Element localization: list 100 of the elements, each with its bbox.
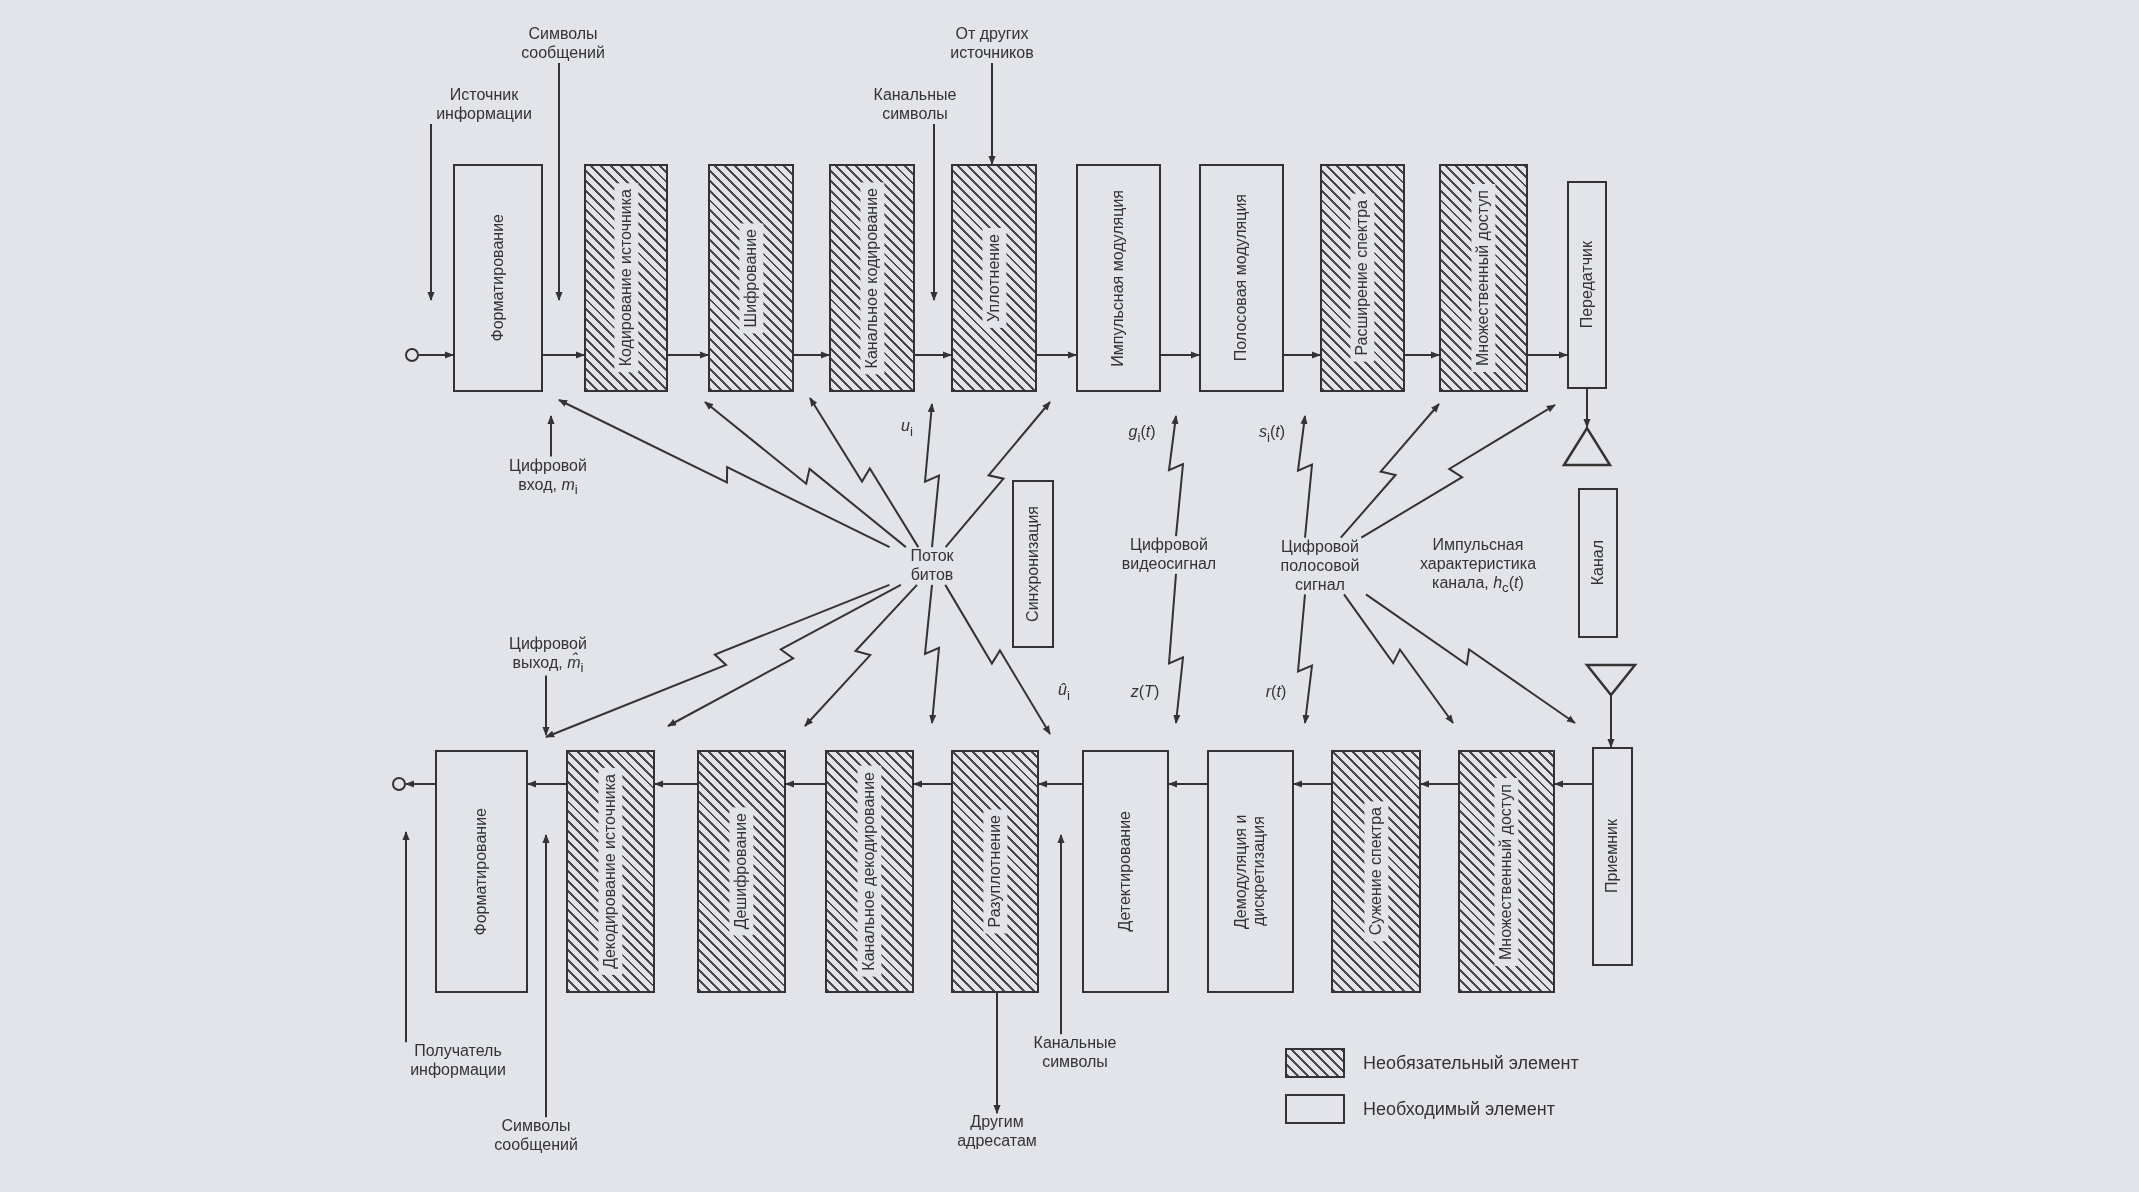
optional-block <box>1458 750 1555 993</box>
block-label: Декодирование источника <box>598 768 623 975</box>
block-label: Канальное декодирование <box>857 766 882 977</box>
signal-label: Символы сообщений <box>493 25 633 63</box>
required-block <box>1592 747 1633 966</box>
arrow <box>1554 780 1593 788</box>
optional-block <box>829 164 915 392</box>
edge-label: û$_{i}$ <box>1056 681 1072 703</box>
block-label: Уплотнение <box>981 228 1007 328</box>
signal-label: Цифровой вход, m$_{i}$ <box>493 456 603 498</box>
lightning-arrow <box>1360 404 1556 539</box>
arrow <box>1293 780 1332 788</box>
lightning-arrow <box>545 583 891 738</box>
lightning-arrow <box>944 583 1051 735</box>
arrow <box>527 780 567 788</box>
arrow <box>542 674 550 736</box>
lightning-arrow <box>558 399 891 549</box>
lightning-arrow <box>923 403 941 549</box>
arrow <box>1283 351 1321 359</box>
lightning-arrow <box>1167 415 1185 538</box>
edge-label: g$_{i}$(t) <box>1126 423 1158 445</box>
block-label: Множественный доступ <box>1471 184 1496 372</box>
required-block <box>1567 181 1607 389</box>
edge-label: z(T) <box>1128 683 1162 701</box>
signal-label: Другим адресатам <box>932 1113 1062 1151</box>
antenna-triangle <box>1563 427 1611 466</box>
arrow <box>1420 780 1459 788</box>
lightning-arrow <box>809 397 920 549</box>
arrow <box>988 61 996 165</box>
lightning-arrow <box>1365 593 1576 724</box>
lightning-arrow <box>1343 593 1454 724</box>
arrow <box>405 780 436 788</box>
lightning-arrow <box>1296 593 1314 724</box>
optional-block <box>708 164 794 392</box>
block-label: Сужение спектра <box>1363 801 1389 942</box>
arrow <box>418 351 454 359</box>
signal-label: Получатель информации <box>383 1042 533 1080</box>
edge-label: r(t) <box>1263 683 1289 701</box>
arrow <box>993 992 1001 1115</box>
lightning-arrow <box>667 583 902 727</box>
lightning-arrow <box>923 583 941 724</box>
arrow <box>1527 351 1568 359</box>
optional-block <box>697 750 786 993</box>
arrow <box>1404 351 1440 359</box>
lightning-arrow <box>1339 403 1440 539</box>
signal-label: Цифровой полосовой сигнал <box>1255 537 1385 595</box>
signal-label: Поток битов <box>887 547 977 585</box>
legend-text: Необязательный элемент <box>1363 1052 1579 1074</box>
optional-block <box>825 750 914 993</box>
signal-label: Канальные символы <box>1015 1034 1135 1072</box>
required-block <box>453 164 543 392</box>
arrow <box>1038 780 1083 788</box>
required-block <box>1199 164 1284 392</box>
required-block <box>1082 750 1169 993</box>
arrow <box>654 780 698 788</box>
signal-label: От других источников <box>922 25 1062 63</box>
optional-block <box>1320 164 1405 392</box>
block-label: Шифрование <box>738 222 764 334</box>
required-block <box>1578 488 1618 638</box>
arrow <box>427 122 435 301</box>
block-label: Множественный доступ <box>1494 777 1519 966</box>
arrow <box>542 351 585 359</box>
block-label: Дешифрование <box>729 807 754 936</box>
block-label: Канальное кодирование <box>859 181 885 375</box>
optional-block <box>1331 750 1421 993</box>
arrow <box>667 351 709 359</box>
optional-block <box>951 750 1039 993</box>
signal-label: Источник информации <box>419 86 549 124</box>
required-block <box>1207 750 1294 993</box>
arrow <box>914 351 952 359</box>
arrow <box>1168 780 1208 788</box>
signal-label: Цифровой выход, m̂$_{i}$ <box>493 634 603 676</box>
lightning-arrow <box>704 401 907 549</box>
required-block <box>435 750 528 993</box>
lightning-arrow <box>1296 415 1314 539</box>
arrow <box>785 780 826 788</box>
arrow <box>1583 388 1591 428</box>
arrow <box>1160 351 1200 359</box>
required-block <box>1012 480 1054 648</box>
arrow <box>930 122 938 301</box>
arrow <box>542 834 550 1119</box>
arrow <box>1057 834 1065 1036</box>
arrow <box>913 780 952 788</box>
signal-label: Цифровой видеосигнал <box>1094 536 1244 574</box>
required-block <box>1076 164 1161 392</box>
legend-text: Необходимый элемент <box>1363 1098 1555 1120</box>
edge-label: s$_{i}$(t) <box>1256 423 1288 445</box>
arrow <box>793 351 830 359</box>
arrow <box>1607 695 1615 748</box>
arrow <box>547 415 555 458</box>
block-label: Кодирование источника <box>613 183 639 373</box>
terminal-circle <box>392 777 406 791</box>
block-label: Расширение спектра <box>1350 194 1375 362</box>
signal-label: Канальные символы <box>855 86 975 124</box>
lightning-arrow <box>1167 572 1185 724</box>
block-label: Разуплотнение <box>982 809 1008 934</box>
optional-block <box>566 750 655 993</box>
arrow <box>1036 351 1077 359</box>
antenna-triangle <box>1586 664 1636 696</box>
terminal-circle <box>405 348 419 362</box>
